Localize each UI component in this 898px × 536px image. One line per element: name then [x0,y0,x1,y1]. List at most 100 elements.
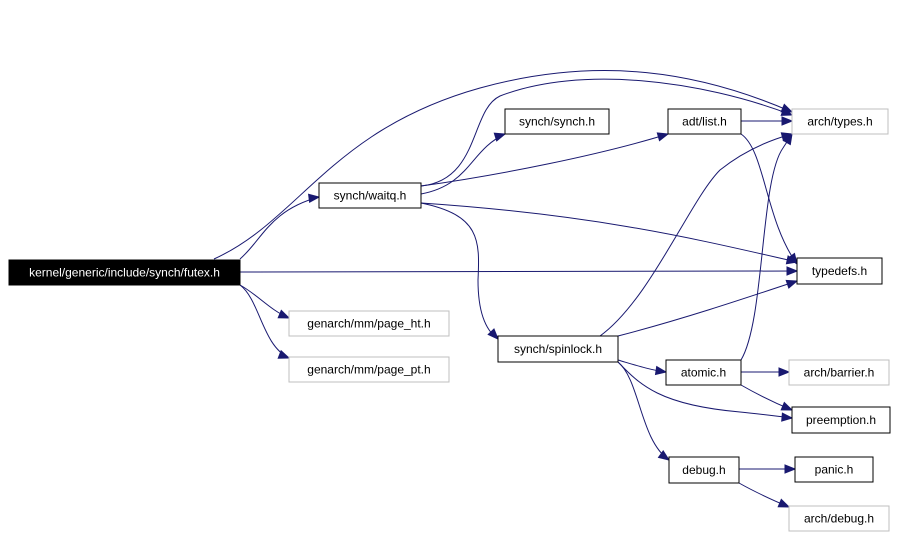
edge-waitq-to-typedefs [420,202,799,265]
arrowhead-icon [777,498,791,508]
nodes-layer: kernel/generic/include/synch/futex.h sync… [8,108,891,532]
edge-line [617,280,798,337]
arrowhead-icon [277,309,291,319]
edge-list-to-typedefs [740,133,798,266]
edge-line [239,270,798,273]
arrowhead-icon [780,401,794,411]
arrowhead-icon [787,252,798,266]
node-list[interactable]: adt/list.h [667,108,742,135]
edge-line [420,202,499,340]
edge-line [420,78,793,187]
node-label: adt/list.h [682,115,727,129]
node-box[interactable] [288,310,450,337]
arrowhead-icon [778,367,791,377]
node-label: synch/waitq.h [334,189,407,203]
arrowhead-icon [657,450,671,461]
node-box[interactable] [665,359,742,386]
arrowhead-icon [781,116,794,126]
node-waitq[interactable]: synch/waitq.h [318,182,422,209]
edge-atomic-to-barrier [741,367,791,377]
node-label: atomic.h [681,366,726,380]
node-synch[interactable]: synch/synch.h [504,108,610,135]
node-box[interactable] [794,456,874,483]
arrowhead-icon [782,132,793,146]
edge-line [420,133,669,187]
node-label: panic.h [815,463,854,477]
node-label: preemption.h [806,413,876,427]
arrowhead-icon [784,464,797,474]
node-label: synch/spinlock.h [514,342,602,356]
node-debug[interactable]: debug.h [668,456,740,484]
node-page_ht[interactable]: genarch/mm/page_ht.h [288,310,450,337]
node-box[interactable] [504,108,610,135]
arrowhead-icon [781,412,794,422]
node-box[interactable] [667,108,742,135]
node-box[interactable] [497,335,619,363]
edge-line [420,202,798,263]
edge-debug-to-archdebug [738,482,791,508]
node-box[interactable] [791,406,891,434]
edge-line [740,133,793,361]
node-panic[interactable]: panic.h [794,456,874,483]
node-archdebug[interactable]: arch/debug.h [788,505,890,532]
node-box[interactable] [668,456,740,484]
edge-line [617,361,670,461]
node-spinlock[interactable]: synch/spinlock.h [497,335,619,363]
edge-line [599,133,793,337]
node-types[interactable]: arch/types.h [791,108,889,135]
arrowhead-icon [780,107,794,116]
node-box[interactable] [288,356,450,383]
node-box[interactable] [788,505,890,532]
edge-line [740,133,798,265]
arrowhead-icon [786,266,799,276]
edge-spinlock-to-types [599,132,794,337]
edge-futex-to-typedefs [239,266,799,276]
edge-spinlock-to-typedefs [617,279,799,337]
edge-futex-to-waitq [239,193,321,260]
edge-waitq-to-list [420,132,670,187]
arrowhead-icon [277,349,291,359]
edge-waitq-to-spinlock [420,202,499,340]
node-barrier[interactable]: arch/barrier.h [788,359,890,386]
arrowhead-icon [656,132,670,142]
edges-layer [213,70,799,508]
node-box[interactable] [318,182,422,209]
node-box[interactable] [8,259,241,286]
edge-futex-to-types [213,70,794,260]
node-label: arch/barrier.h [804,366,875,380]
node-atomic[interactable]: atomic.h [665,359,742,386]
node-label: typedefs.h [812,264,867,278]
arrowhead-icon [308,193,321,203]
node-futex[interactable]: kernel/generic/include/synch/futex.h [8,259,241,286]
edge-spinlock-to-atomic [617,359,668,376]
edge-futex-to-page_pt [239,284,291,359]
node-box[interactable] [788,359,890,386]
edge-list-to-types [741,116,794,126]
edge-spinlock-to-debug [617,361,671,461]
edge-line [213,70,793,260]
node-label: arch/types.h [807,115,872,129]
edge-debug-to-panic [739,464,797,474]
node-label: arch/debug.h [804,512,874,526]
edge-line [420,133,506,195]
edge-waitq-to-synch [420,132,507,195]
edge-spinlock-to-preemption [617,361,794,422]
node-typedefs[interactable]: typedefs.h [796,257,883,285]
node-box[interactable] [791,108,889,135]
node-label: debug.h [682,463,725,477]
node-label: kernel/generic/include/synch/futex.h [29,266,220,280]
arrowhead-icon [487,328,499,340]
node-label: genarch/mm/page_pt.h [307,363,430,377]
node-label: genarch/mm/page_ht.h [307,317,430,331]
node-box[interactable] [796,257,883,285]
node-label: synch/synch.h [519,115,595,129]
edge-line [239,284,290,359]
edge-waitq-to-types [420,78,794,187]
edge-atomic-to-preemption [740,384,794,411]
node-preemption[interactable]: preemption.h [791,406,891,434]
edge-line [239,196,320,260]
arrowhead-icon [493,132,507,142]
edge-atomic-to-types [740,132,793,361]
node-page_pt[interactable]: genarch/mm/page_pt.h [288,356,450,383]
arrowhead-icon [785,279,799,289]
